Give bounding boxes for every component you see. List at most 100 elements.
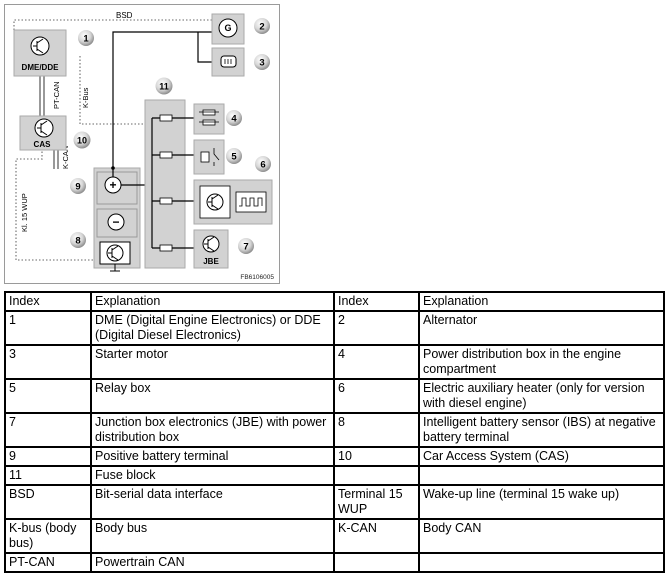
jbe-transistor-icon — [202, 235, 220, 253]
alternator-icon — [218, 18, 238, 38]
table-row: 1 DME (Digital Engine Electronics) or DD… — [4, 310, 665, 346]
callout-11: 11 — [155, 77, 173, 95]
negative-terminal-sign: − — [112, 215, 119, 229]
k-bus-line — [79, 56, 145, 125]
index-cell: 1 — [4, 310, 92, 346]
heater-transistor-symbol — [208, 194, 219, 210]
kl15wup-label: Kl. 15 WUP — [20, 193, 29, 232]
table-row: PT-CAN Powertrain CAN — [4, 552, 665, 573]
starter-line — [197, 32, 212, 63]
fuse-icon — [159, 114, 173, 122]
cas-label: CAS — [34, 140, 52, 149]
svg-text:2: 2 — [259, 22, 264, 33]
ibs-transistor-symbol — [108, 245, 119, 261]
explanation-cell: Starter motor — [90, 344, 335, 380]
legend-header-row: Index Explanation Index Explanation — [4, 291, 665, 312]
fuse-row-3 — [152, 197, 194, 205]
svg-text:7: 7 — [243, 242, 248, 253]
explanation-cell: Relay box — [90, 378, 335, 414]
svg-text:11: 11 — [159, 82, 169, 92]
pdb-fuse-icon-2 — [202, 119, 216, 126]
svg-text:6: 6 — [260, 160, 265, 171]
ground-symbol — [110, 264, 120, 272]
callout-2: 2 — [254, 18, 270, 34]
index-cell: 3 — [4, 344, 92, 380]
power-distribution-box — [193, 103, 225, 135]
table-row: 11 Fuse block — [4, 465, 665, 486]
callout-6: 6 — [255, 156, 271, 172]
fuse-row-1 — [152, 114, 194, 122]
table-row: 3 Starter motor 4 Power distribution box… — [4, 344, 665, 380]
index-cell: PT-CAN — [4, 552, 92, 573]
k-can-label: K-CAN — [61, 146, 70, 169]
fuse-block — [144, 99, 186, 269]
alternator-symbol: G — [224, 23, 231, 33]
callout-7: 7 — [238, 238, 254, 254]
explanation-cell — [418, 465, 665, 486]
legend-table: Index Explanation Index Explanation 1 DM… — [4, 291, 665, 573]
svg-text:8: 8 — [75, 236, 80, 247]
bsd-label: BSD — [116, 11, 133, 20]
dme-transistor-icon — [30, 36, 50, 56]
explanation-cell: Car Access System (CAS) — [418, 446, 665, 467]
callout-4: 4 — [226, 110, 242, 126]
index-cell: 9 — [4, 446, 92, 467]
table-row: 5 Relay box 6 Electric auxiliary heater … — [4, 378, 665, 414]
explanation-cell: Junction box electronics (JBE) with powe… — [90, 412, 335, 448]
index-cell: 10 — [333, 446, 420, 467]
index-cell: 8 — [333, 412, 420, 448]
pdb-fuse-icon-1 — [202, 109, 216, 116]
index-cell — [333, 465, 420, 486]
svg-text:10: 10 — [77, 136, 87, 146]
table-row: K-bus (body bus) Body bus K-CAN Body CAN — [4, 518, 665, 554]
dme-transistor-symbol — [33, 38, 44, 54]
index-cell: 11 — [4, 465, 92, 486]
heater-transistor-icon — [206, 193, 224, 211]
starter-motor-icon — [220, 55, 237, 68]
explanation-cell: Electric auxiliary heater (only for vers… — [418, 378, 665, 414]
header-index: Index — [333, 291, 420, 312]
svg-text:5: 5 — [231, 152, 237, 163]
table-row: BSD Bit-serial data interface Terminal 1… — [4, 484, 665, 520]
callout-3: 3 — [254, 54, 270, 70]
ibs-transistor-icon — [106, 244, 124, 262]
explanation-cell: Body CAN — [418, 518, 665, 554]
table-row: 9 Positive battery terminal 10 Car Acces… — [4, 446, 665, 467]
explanation-cell — [418, 552, 665, 573]
index-cell: Terminal 15 WUP — [333, 484, 420, 520]
cas-transistor-icon — [34, 118, 54, 138]
index-cell: 7 — [4, 412, 92, 448]
svg-text:3: 3 — [259, 58, 264, 69]
explanation-cell: Positive battery terminal — [90, 446, 335, 467]
explanation-cell: Power distribution box in the engine com… — [418, 344, 665, 380]
fuse-icon — [159, 244, 173, 252]
header-index: Index — [4, 291, 92, 312]
system-diagram: BSD Kl. 15 WUP K-Bus PT-CAN K-CAN DME/DD… — [4, 4, 280, 284]
explanation-cell: Alternator — [418, 310, 665, 346]
pt-can-label: PT-CAN — [52, 81, 61, 109]
index-cell: 5 — [4, 378, 92, 414]
k-bus-label: K-Bus — [81, 87, 90, 108]
explanation-cell: Powertrain CAN — [90, 552, 335, 573]
explanation-cell: Body bus — [90, 518, 335, 554]
starter-motor-symbol — [224, 59, 232, 64]
index-cell: K-bus (body bus) — [4, 518, 92, 554]
fuse-icon — [159, 197, 173, 205]
relay-switch-symbol — [213, 148, 220, 166]
fuse-row-4 — [152, 244, 194, 252]
explanation-cell: Fuse block — [90, 465, 335, 486]
callout-1: 1 — [78, 30, 94, 46]
explanation-cell: Intelligent battery sensor (IBS) at nega… — [418, 412, 665, 448]
header-explanation: Explanation — [90, 291, 335, 312]
relay-icon — [200, 151, 210, 163]
heater-element-box — [235, 191, 267, 213]
index-cell — [333, 552, 420, 573]
table-row: 7 Junction box electronics (JBE) with po… — [4, 412, 665, 448]
positive-terminal-sign: + — [109, 178, 116, 192]
jbe-transistor-symbol — [204, 236, 215, 252]
figure-code: FB6106005 — [240, 274, 274, 281]
jbe-label: JBE — [203, 257, 219, 266]
fuse-row-2 — [152, 151, 194, 159]
svg-text:1: 1 — [83, 34, 89, 45]
callout-9: 9 — [70, 178, 86, 194]
